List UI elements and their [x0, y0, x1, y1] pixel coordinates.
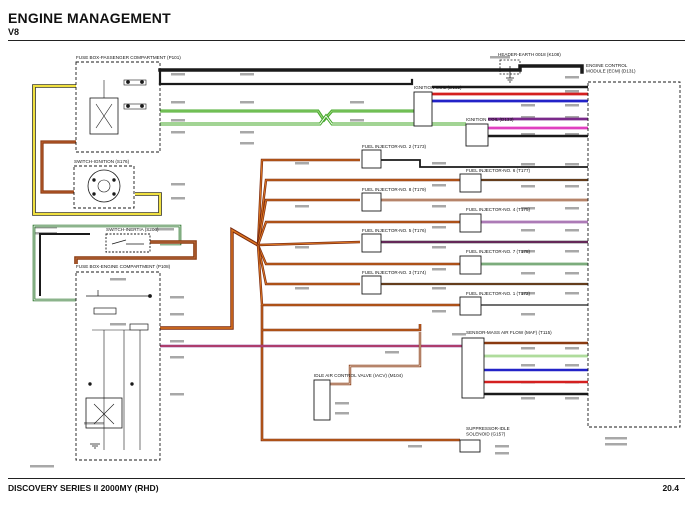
wire-brown-switch: [40, 140, 76, 194]
fuse-box-passenger: [75, 61, 161, 153]
fuel-injectors: [361, 149, 482, 316]
switch-ignition-graphic: [73, 165, 135, 209]
switch-inertia-graphic: [105, 233, 151, 253]
wire-black-main: [158, 64, 584, 86]
suppressor: [459, 439, 481, 453]
wire-coil1-outputs: [432, 85, 588, 138]
header-earth: [499, 59, 521, 83]
label-inj6: FUEL INJECTOR-NO. 6 (T177): [466, 168, 531, 173]
iacv: [313, 379, 331, 421]
label-inj5: FUEL INJECTOR-NO. 5 (T176): [362, 228, 427, 233]
wire-injector-outputs: [381, 159, 588, 306]
maf-sensor: [461, 337, 485, 399]
footer-page-number: 20.4: [662, 483, 679, 493]
label-switch-inertia: SWITCH-INERTIA (S206): [106, 227, 159, 232]
label-header-earth: HEADER-EARTH 0018 (K108): [498, 52, 561, 57]
wire-brown-inertia: [39, 233, 197, 296]
wire-code-labels: [30, 56, 627, 468]
footer-model: DISCOVERY SERIES II 2000MY (RHD): [8, 483, 159, 493]
page-subtitle: V8: [8, 27, 20, 37]
label-inj2: FUEL INJECTOR-NO. 2 (T173): [362, 144, 427, 149]
label-inj7: FUEL INJECTOR-NO. 7 (T178): [466, 249, 531, 254]
label-inj3: FUEL INJECTOR-NO. 3 (T174): [362, 270, 427, 275]
label-ignition-coil-2: IGNITION COIL (D133): [466, 117, 514, 122]
ignition-coils: [413, 91, 489, 147]
label-ignition-coil-1: IGNITION COIL (D132): [414, 85, 462, 90]
wire-green-inertia: [32, 224, 182, 302]
wire-orange-injectors: [160, 158, 460, 442]
ecm-box: [587, 81, 681, 428]
label-fuse-box-engine: FUSE BOX-ENGINE COMPARTMENT (P108): [76, 264, 171, 269]
fuse-box-engine: [75, 271, 161, 461]
page-title: ENGINE MANAGEMENT: [8, 10, 171, 26]
label-inj8: FUEL INJECTOR-NO. 8 (T179): [362, 187, 427, 192]
label-maf: SENSOR-MASS AIR FLOW (MAF) (T115): [466, 330, 552, 335]
footer-divider: [8, 478, 685, 479]
wire-yellow-loop: [32, 84, 162, 216]
label-iacv: IDLE AIR CONTROL VALVE (IACV) (M104): [314, 373, 403, 378]
label-fuse-box-passenger: FUSE BOX-PASSENGER COMPARTMENT (P101): [76, 55, 181, 60]
label-inj4: FUEL INJECTOR-NO. 4 (T175): [466, 207, 531, 212]
header-divider: [8, 40, 685, 41]
wire-green-coils: [160, 109, 466, 126]
label-ecm-text: ENGINE CONTROL: [586, 63, 628, 68]
label-ecm-text-line2: MODULE (ECM) (D131): [586, 69, 636, 74]
wire-maf-outputs: [484, 341, 588, 396]
label-inj1: FUEL INJECTOR-NO. 1 (T172): [466, 291, 531, 296]
wire-iacv-outputs: [330, 332, 422, 386]
label-switch-ignition: SWITCH-IGNITION (S176): [74, 159, 130, 164]
